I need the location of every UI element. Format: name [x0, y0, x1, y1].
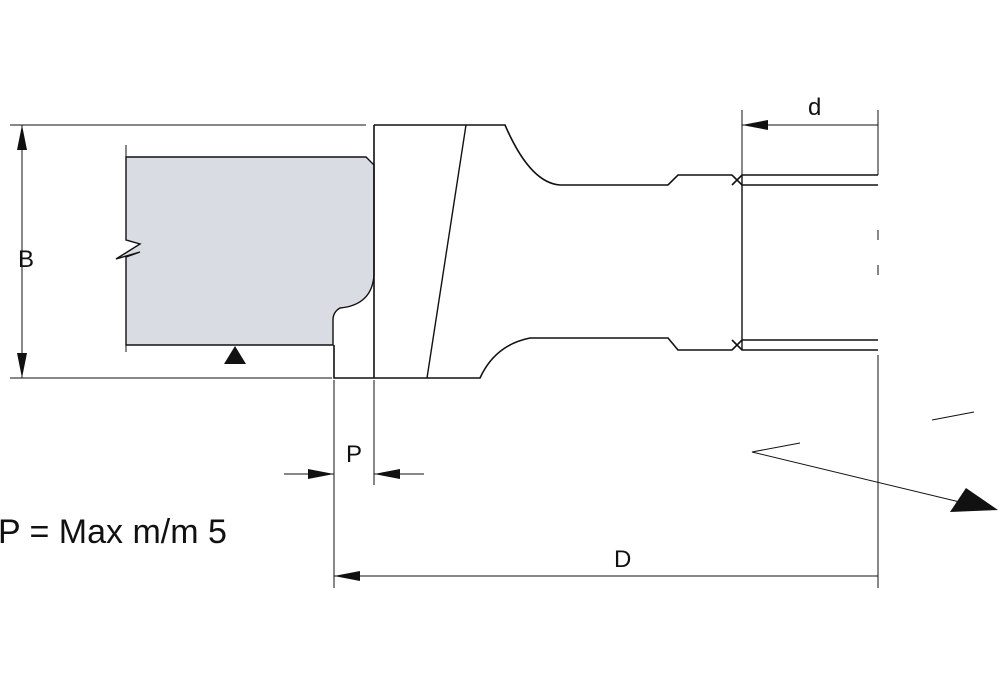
dimension-b-arrow-top: [17, 125, 27, 150]
dimension-b-arrow-bottom: [17, 353, 27, 378]
rotation-direction-arrow-icon: [950, 488, 998, 512]
dimension-p-arrow-left: [308, 469, 334, 479]
max-depth-note: P = Max m/m 5: [0, 513, 227, 551]
dimension-b-label: B: [18, 246, 34, 273]
dimension-p-arrow-right: [374, 469, 400, 479]
workpiece-profile: [115, 156, 375, 346]
dimension-d-label: d: [808, 94, 821, 121]
rotation-mark-upper: [931, 411, 975, 421]
dimension-big-d-arrow: [334, 571, 360, 581]
dimension-d-arrow: [742, 120, 768, 130]
dimension-big-d-label: D: [614, 546, 631, 573]
dimension-p-label: P: [346, 441, 362, 468]
cutter-outline: [333, 124, 878, 379]
reference-triangle-icon: [224, 346, 246, 364]
cutter-tooth-angle: [426, 124, 467, 379]
rotation-direction-line: [751, 442, 969, 505]
